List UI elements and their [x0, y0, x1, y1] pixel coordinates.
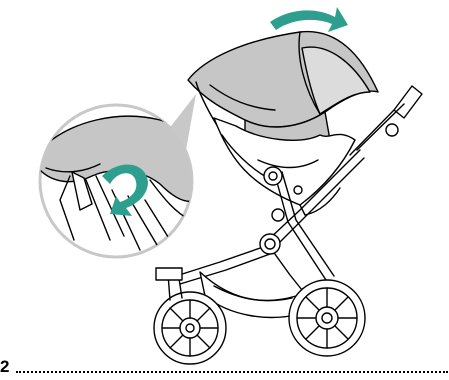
curved-arrow-right-icon [270, 7, 348, 32]
rear-wheel [289, 280, 365, 356]
handlebar [394, 86, 422, 118]
canopy [188, 32, 378, 147]
front-wheel [154, 268, 226, 364]
frame-joint-upper [264, 167, 282, 185]
step-number: 2 [0, 358, 9, 376]
frame-joint-middle [272, 209, 284, 221]
frame-joint-lower [260, 234, 280, 254]
stroller-drawing [154, 32, 422, 364]
step-divider [16, 371, 448, 373]
